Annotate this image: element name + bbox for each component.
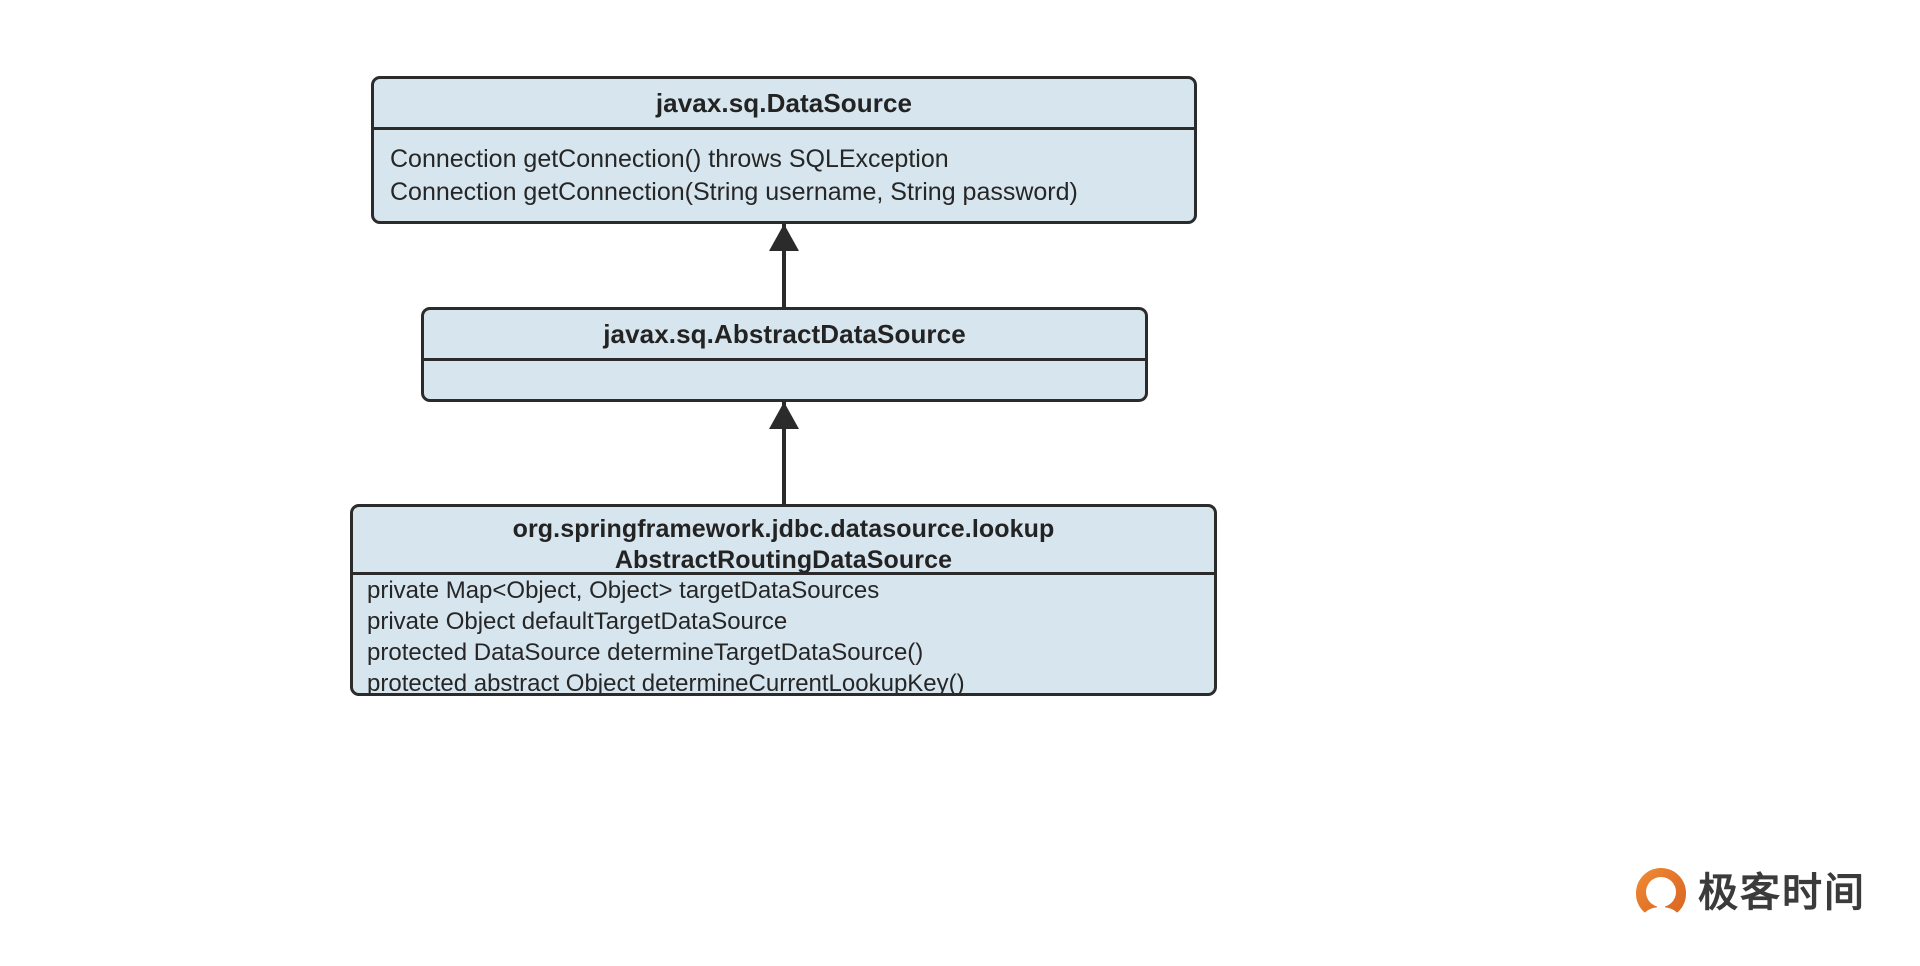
geektime-watermark: 极客时间 [1636,868,1866,919]
uml-class-title-datasource: javax.sq.DataSource [655,88,913,118]
geektime-logo-text: 极客时间 [1698,870,1866,916]
generalization-arrowhead-icon [769,402,799,429]
generalization-arrowhead-icon [769,224,799,251]
uml-class-datasource: javax.sq.DataSource Connection getConnec… [371,76,1197,224]
uml-member: Connection getConnection() throws SQLExc… [390,144,949,173]
uml-member: Connection getConnection(String username… [390,177,1078,206]
uml-class-title-routing-datasource: org.springframework.jdbc.datasource.look… [512,515,1055,574]
uml-member: protected DataSource determineTargetData… [367,638,924,666]
uml-member: private Object defaultTargetDataSource [367,607,788,635]
logo-tail-shape [1657,892,1665,912]
geektime-logo-icon [1636,868,1686,919]
uml-members-abstract-datasource [424,361,1145,399]
uml-member: private Map<Object, Object> targetDataSo… [367,576,880,604]
uml-member: protected abstract Object determineCurre… [367,669,965,696]
logo-notch-shape [1642,907,1680,919]
uml-divider [374,127,1194,130]
connector-line [782,224,786,309]
uml-divider [424,358,1145,361]
uml-members-routing-datasource: private Map<Object, Object> targetDataSo… [353,575,1214,696]
uml-class-title-abstract-datasource: javax.sq.AbstractDataSource [603,319,966,349]
uml-class-routing-datasource: org.springframework.jdbc.datasource.look… [350,504,1217,696]
connector-line [782,402,786,505]
uml-divider [353,572,1214,575]
uml-members-datasource: Connection getConnection() throws SQLExc… [374,130,1194,221]
uml-class-abstract-datasource: javax.sq.AbstractDataSource [421,307,1148,402]
